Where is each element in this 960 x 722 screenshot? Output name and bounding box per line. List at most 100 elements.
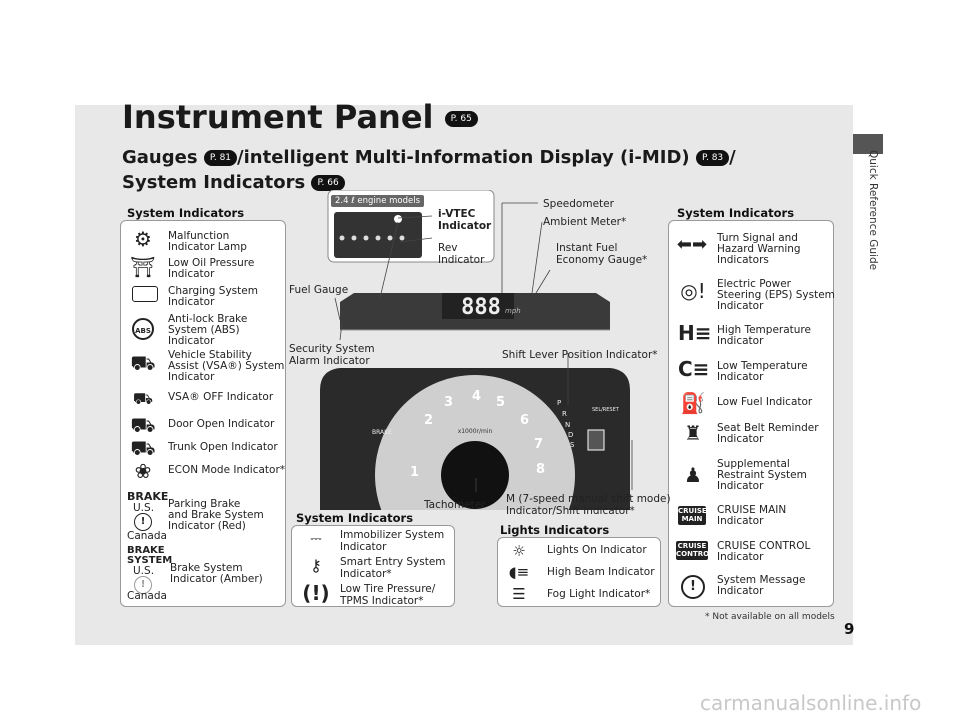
system-message-icon: ! xyxy=(681,575,705,599)
rev-callout: Rev Indicator xyxy=(438,242,485,266)
gear-p: P xyxy=(557,399,561,407)
tach-7: 7 xyxy=(534,437,543,452)
cruise-main-icon: CRUISE MAIN xyxy=(678,506,707,525)
gear-letters: P R N D S xyxy=(557,399,575,449)
smart-entry-icon: ⚷ xyxy=(310,556,322,575)
abs-label: Anti-lock Brake System (ABS) Indicator xyxy=(168,313,248,347)
brake-system-label: Brake System Indicator (Amber) xyxy=(170,562,263,585)
bottom-sys-heading: System Indicators xyxy=(296,511,414,525)
m-indicator-callout: M (7-speed manual shift mode) Indicator/… xyxy=(506,493,671,517)
gauges-page-ref[interactable]: P. 81 xyxy=(203,150,238,166)
cruise-control-icon: CRUISE CONTROL xyxy=(676,541,714,560)
tach-1: 1 xyxy=(410,465,419,480)
page-title: Instrument Panel P. 65 xyxy=(122,98,478,136)
tach-3: 3 xyxy=(444,395,453,410)
tire-pressure-icon: (!) xyxy=(302,581,330,605)
gear-r: R xyxy=(562,410,567,418)
page-number: 9 xyxy=(844,620,855,638)
tach-6: 6 xyxy=(520,413,529,428)
parking-brake-label: Parking Brake and Brake System Indicator… xyxy=(168,498,264,532)
speed-digits: 888 xyxy=(461,295,501,320)
tach-numbers: 1 2 3 4 5 6 7 8 xyxy=(410,389,545,480)
ivtec-light xyxy=(394,215,402,223)
left-system-indicators-panel xyxy=(120,220,286,607)
ivtec-callout: i-VTEC Indicator xyxy=(438,208,492,232)
sel-reset-label: SEL/RESET xyxy=(592,407,620,413)
lights-heading: Lights Indicators xyxy=(500,523,610,537)
turn-signal-label: Turn Signal and Hazard Warning Indicator… xyxy=(717,232,801,266)
brake-system-canada-icon: ! xyxy=(134,576,152,594)
canada-label-2: Canada xyxy=(127,590,167,602)
battery-icon xyxy=(132,286,158,302)
low-temp-icon: C≡ xyxy=(678,357,710,381)
fuel-icon: ⛽ xyxy=(680,391,706,415)
brake-system-icon: BRAKE SYSTEM xyxy=(127,545,173,566)
tach-2: 2 xyxy=(424,413,433,428)
lights-on-label: Lights On Indicator xyxy=(547,544,647,556)
sys-text: System Indicators xyxy=(122,172,306,193)
trunk-icon: ⛟ xyxy=(130,436,156,460)
section-tab xyxy=(853,134,883,154)
gear-s: S xyxy=(570,441,575,449)
security-callout: Security System Alarm Indicator xyxy=(289,343,375,367)
title-page-ref[interactable]: P. 65 xyxy=(444,111,478,127)
tach-unit-label: x1000r/min xyxy=(458,428,493,435)
subtitle-line-1: Gauges P. 81/intelligent Multi-Informati… xyxy=(122,147,736,168)
oil-label: Low Oil Pressure Indicator xyxy=(168,257,255,280)
seatbelt-icon: ♜ xyxy=(684,421,702,445)
high-temp-label: High Temperature Indicator xyxy=(717,324,811,347)
high-beam-icon: ◖≡ xyxy=(508,563,530,581)
parking-brake-icon: BRAKE xyxy=(127,490,169,503)
econ-label: ECON Mode Indicator* xyxy=(168,464,286,476)
fog-light-label: Fog Light Indicator* xyxy=(547,588,651,600)
shift-lever-callout: Shift Lever Position Indicator* xyxy=(502,349,658,361)
turn-signal-icon: ⬅➡ xyxy=(676,234,708,255)
engine-icon: ⚙ xyxy=(134,227,152,251)
gear-n: N xyxy=(565,421,570,429)
trunk-label: Trunk Open Indicator xyxy=(168,441,278,453)
us-label-1: U.S. xyxy=(133,502,155,514)
door-label: Door Open Indicator xyxy=(168,418,275,430)
footnote: * Not available on all models xyxy=(705,612,835,622)
canada-label-1: Canada xyxy=(127,530,167,542)
srs-icon: ♟ xyxy=(684,463,702,487)
high-temp-icon: H≡ xyxy=(678,321,712,345)
high-beam-label: High Beam Indicator xyxy=(547,566,655,578)
vsa-icon: ⛟ xyxy=(130,351,156,375)
speed-unit: mph xyxy=(505,307,521,315)
ambient-callout: Ambient Meter* xyxy=(543,216,627,228)
econ-icon: ❀ xyxy=(134,459,152,483)
title-text: Instrument Panel xyxy=(122,98,434,136)
bottom-system-indicators-panel xyxy=(291,525,455,607)
imid-page-ref[interactable]: P. 83 xyxy=(695,150,730,166)
callout-lines xyxy=(334,202,633,492)
gear-d: D xyxy=(568,431,573,439)
speed-display xyxy=(442,293,514,319)
fog-light-icon: ☰ xyxy=(512,585,526,603)
right-panel-heading: System Indicators xyxy=(677,206,795,220)
shift-indicator-box xyxy=(587,429,605,451)
sys-page-ref[interactable]: P. 66 xyxy=(311,175,345,191)
vsa-label: Vehicle Stability Assist (VSA®) System I… xyxy=(168,349,285,383)
parking-brake-canada-icon: ! xyxy=(134,513,152,531)
ivtec-inset-display xyxy=(334,212,422,258)
low-temp-label: Low Temperature Indicator xyxy=(717,360,808,383)
door-icon: ⛟ xyxy=(130,413,156,437)
vsa-off-icon: ⛟ xyxy=(132,389,154,408)
tire-pressure-label: Low Tire Pressure/ TPMS Indicator* xyxy=(340,583,436,607)
srs-label: Supplemental Restraint System Indicator xyxy=(717,458,807,492)
cruise-main-label: CRUISE MAIN Indicator xyxy=(717,504,787,527)
gauges-text: Gauges xyxy=(122,147,198,168)
brake-label-cluster: BRAKE xyxy=(372,429,392,436)
slash-text: / xyxy=(729,147,736,168)
key-icon: ⎓ xyxy=(310,531,322,547)
abs-icon: ABS xyxy=(132,318,154,340)
tach-5: 5 xyxy=(496,395,505,410)
watermark: carmanualsonline.info xyxy=(700,691,922,715)
rev-indicator-dots xyxy=(339,235,405,241)
immobilizer-label: Immobilizer System Indicator xyxy=(340,529,445,553)
engine-models-badge: 2.4 ℓ engine models xyxy=(331,195,425,207)
instant-fuel-callout: Instant Fuel Economy Gauge* xyxy=(556,242,648,266)
lights-on-icon: ☼ xyxy=(512,542,526,560)
oil-can-icon: ⛩ xyxy=(130,255,156,279)
